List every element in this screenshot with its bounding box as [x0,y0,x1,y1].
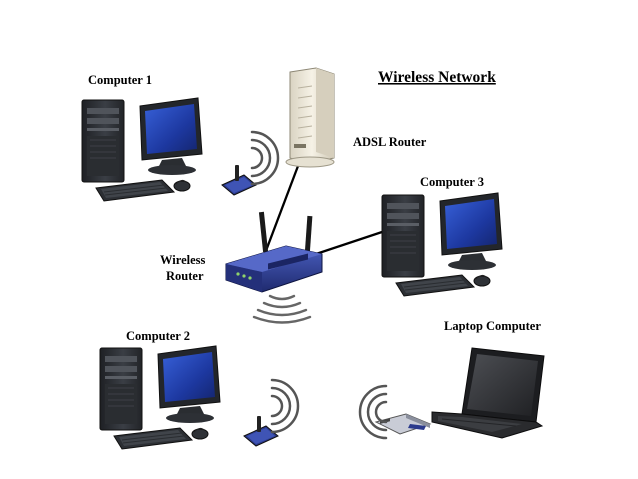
computer2-wifi-signal-icon [270,378,300,434]
computer1-label: Computer 1 [88,73,152,87]
cable-adsl-to-router [262,165,300,257]
computer2-label: Computer 2 [126,329,190,343]
computer3-label: Computer 3 [420,175,484,189]
laptop-icon [431,347,545,439]
computer2-desktop-icon [99,345,221,450]
wireless-router [225,211,323,293]
computer3-desktop-icon [381,192,503,297]
wifi-signal-icon [252,294,312,324]
laptop-label: Laptop Computer [444,319,541,333]
computer1-desktop-icon [81,97,203,202]
diagram-title: Wireless Network [378,69,496,86]
network-cables [262,165,383,258]
computer1-wireless-adapter-icon [221,164,257,196]
wireless-router-label-line1: Wireless [160,253,206,267]
adsl-router-label: ADSL Router [353,135,427,149]
wireless-router-label-line2: Router [166,269,204,283]
adsl-router [285,67,335,168]
computer1-wifi-signal-icon [250,130,280,186]
cable-router-to-computer3 [309,230,383,258]
laptop-wifi-signal-icon [358,384,388,440]
